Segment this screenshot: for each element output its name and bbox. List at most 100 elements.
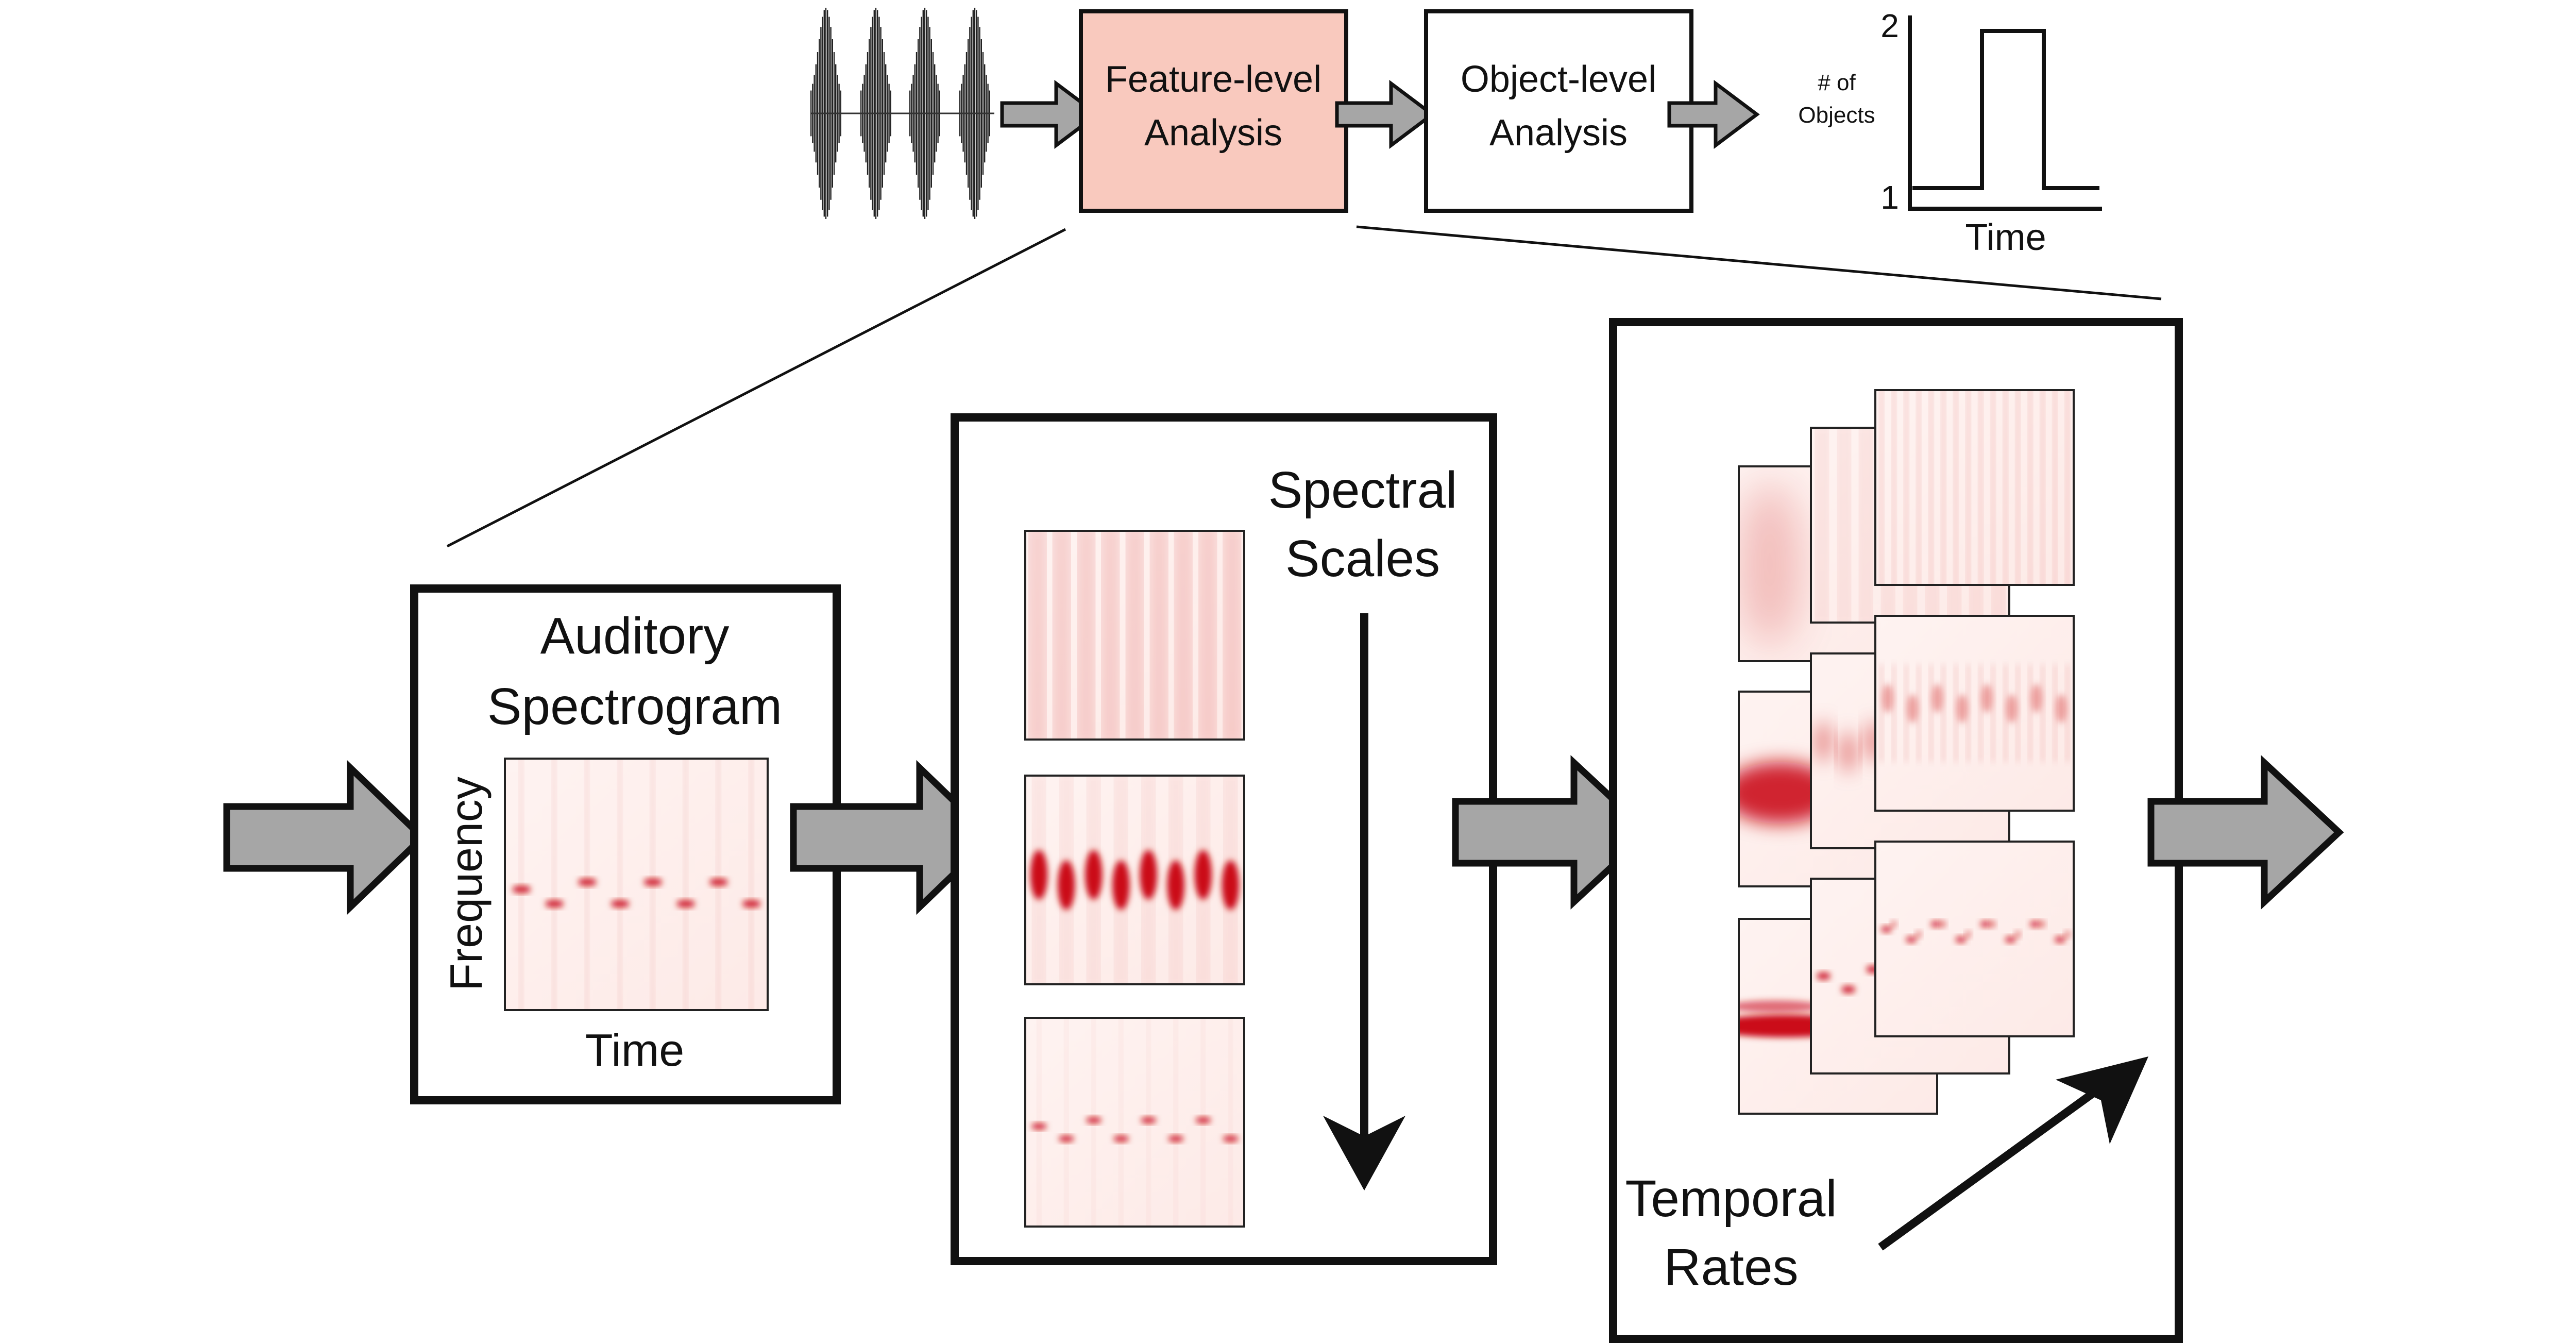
- modulation-band: [1840, 428, 1848, 623]
- spectral-note: [1817, 972, 1831, 980]
- modulation-band: [1035, 776, 1043, 984]
- modulation-band: [1145, 776, 1153, 984]
- rate-panel-fast-3: [1874, 841, 2075, 1037]
- scale-blob: [2056, 694, 2066, 724]
- rate-ripple: [2064, 931, 2070, 938]
- modulation-band: [1954, 390, 1958, 585]
- modulation-band: [1032, 531, 1042, 740]
- scale-blob: [1907, 694, 1918, 724]
- scale-panels: [1024, 530, 1245, 1228]
- plot-xlabel: Time: [1965, 217, 2046, 258]
- modulation-band: [750, 759, 753, 1010]
- modulation-band: [1227, 531, 1237, 740]
- auditory-spectrogram-panel: [504, 758, 769, 1011]
- rate-panel-fast-1: [1874, 389, 2075, 586]
- rate-panel-fast-2: [1874, 615, 2075, 812]
- modulation-band: [1862, 428, 1870, 623]
- modulation-band: [2053, 664, 2057, 762]
- object-level-label-1: Object-level: [1461, 59, 1656, 100]
- input-arrow: [223, 760, 428, 915]
- modulation-band: [1174, 1018, 1177, 1227]
- modulation-band: [585, 759, 589, 1010]
- modulation-band: [1818, 428, 1826, 623]
- spectral-scales-label-2: Scales: [1285, 530, 1440, 587]
- object-level-label-2: Analysis: [1489, 112, 1628, 154]
- zoom-line-left: [446, 228, 1066, 548]
- object-level-box: [1424, 9, 1693, 213]
- spectral-scales-label-1: Spectral: [1268, 461, 1458, 519]
- modulation-band: [1967, 390, 1970, 585]
- spectral-note: [1881, 926, 1892, 933]
- modulation-band: [1062, 776, 1070, 984]
- rate-ripple: [1941, 921, 1946, 928]
- temporal-rates-label-2: Rates: [1664, 1238, 1798, 1296]
- spectrogram-title-1: Auditory: [540, 607, 730, 665]
- modulation-band: [1905, 664, 1908, 762]
- modulation-band: [1917, 390, 1921, 585]
- scales-arrow-head: [1323, 1116, 1405, 1190]
- modulation-band: [2041, 664, 2044, 762]
- modulation-band: [1092, 1018, 1095, 1227]
- output-arrow: [2147, 755, 2344, 910]
- modulation-band: [651, 759, 654, 1010]
- modulation-band: [1201, 1018, 1205, 1227]
- rate-ripple: [1990, 921, 1996, 928]
- modulation-band: [1130, 531, 1140, 740]
- modulation-band: [1892, 390, 1896, 585]
- modulation-band: [1081, 531, 1091, 740]
- modulation-band: [1929, 664, 1933, 762]
- scale-blob: [1957, 694, 1968, 724]
- spectral-note: [2005, 936, 2016, 943]
- rate-ripple: [2040, 921, 2045, 928]
- plot-step-line: [1912, 29, 2099, 190]
- scale-panel-broad: [1024, 530, 1245, 741]
- scale-blob: [1981, 684, 1992, 713]
- plot-ytick-2: 2: [1880, 7, 1899, 44]
- scale-blob: [2031, 684, 2042, 713]
- modulation-band: [2004, 664, 2007, 762]
- plot-axes: [1908, 15, 2102, 211]
- modulation-band: [552, 759, 556, 1010]
- modulation-band: [1991, 390, 1995, 585]
- waveform-icon: [810, 8, 994, 219]
- modulation-band: [1979, 664, 1982, 762]
- plot-ylabel-2: Objects: [1798, 103, 1875, 128]
- spectrogram-title-2: Spectrogram: [487, 678, 782, 735]
- modulation-band: [684, 759, 687, 1010]
- spectral-note: [2030, 921, 2041, 928]
- rate-panels: [1738, 389, 2075, 1115]
- modulation-band: [2028, 664, 2032, 762]
- modulation-band: [1065, 1018, 1068, 1227]
- scale-blob: [1883, 684, 1893, 713]
- modulation-band: [1954, 664, 1958, 762]
- modulation-band: [1227, 776, 1234, 984]
- feature-level-label-1: Feature-level: [1105, 59, 1321, 100]
- object-count-plot: # of Objects 2 1 Time: [1798, 7, 2102, 258]
- modulation-band: [1090, 776, 1097, 984]
- rates-arrow-head: [2056, 1056, 2148, 1144]
- modulation-band: [2016, 390, 2020, 585]
- modulation-band: [1967, 664, 1970, 762]
- rate-ripple: [1891, 921, 1896, 928]
- modulation-band: [1979, 390, 1982, 585]
- arrow-to-feature: [1000, 80, 1100, 149]
- feature-level-label-2: Analysis: [1144, 112, 1282, 154]
- rate-ripple: [2015, 931, 2021, 938]
- modulation-band: [2028, 390, 2032, 585]
- modulation-band: [519, 759, 523, 1010]
- modulation-band: [1172, 776, 1180, 984]
- modulation-band: [1929, 390, 1933, 585]
- modulation-band: [1199, 776, 1207, 984]
- scale-panel-fine: [1024, 1017, 1245, 1228]
- modulation-band: [1942, 390, 1945, 585]
- modulation-band: [1178, 531, 1188, 740]
- rate-ripple: [1916, 931, 1921, 938]
- modulation-band: [1057, 531, 1066, 740]
- feature-level-box: [1079, 9, 1348, 213]
- modulation-band: [618, 759, 622, 1010]
- temporal-rates-label-1: Temporal: [1625, 1170, 1837, 1228]
- spectral-note: [1930, 921, 1941, 928]
- modulation-band: [1892, 664, 1896, 762]
- spectral-note: [1841, 986, 1855, 993]
